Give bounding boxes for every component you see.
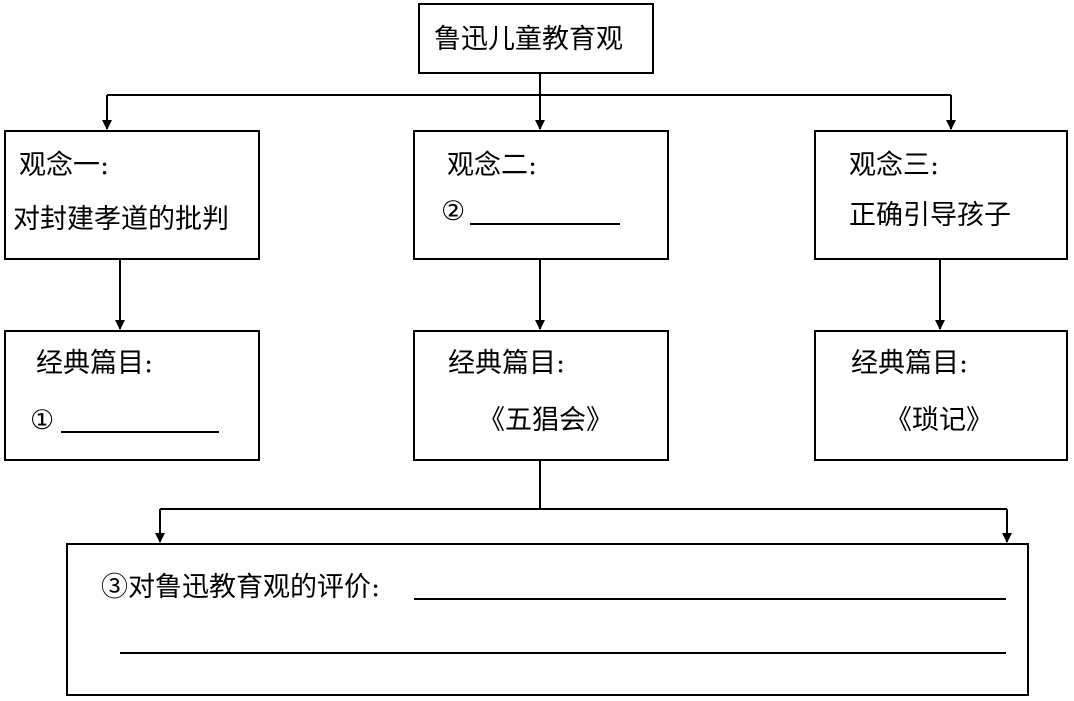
work-box-1: 经典篇目: ① [4,330,260,461]
work-3-heading: 经典篇目: [851,348,969,379]
concept-3-heading: 观念三: [849,150,940,181]
root-label: 鲁迅儿童教育观 [434,24,623,55]
evaluation-answer-blank-1 [414,598,1006,600]
concept-box-3: 观念三: 正确引导孩子 [814,130,1068,260]
evaluation-answer-blank-2 [120,652,1006,654]
work-1-heading: 经典篇目: [36,348,154,379]
concept-1-text: 对封建孝道的批判 [13,204,229,235]
work-box-3: 经典篇目: 《琐记》 [814,330,1068,461]
work-3-title: 《琐记》 [885,405,993,436]
concept-box-2: 观念二: ② [413,130,669,260]
concept-2-answer-blank [470,223,620,225]
concept-2-marker: ② [441,196,466,227]
evaluation-box: ③对鲁迅教育观的评价: [66,543,1029,696]
work-1-marker: ① [30,405,55,436]
concept-1-heading: 观念一: [19,150,110,181]
work-2-title: 《五猖会》 [478,405,613,436]
root-box: 鲁迅儿童教育观 [418,3,654,74]
concept-3-text: 正确引导孩子 [849,200,1011,231]
concept-box-1: 观念一: 对封建孝道的批判 [4,130,260,260]
concept-2-heading: 观念二: [447,150,538,181]
work-2-heading: 经典篇目: [448,348,566,379]
work-box-2: 经典篇目: 《五猖会》 [413,330,669,461]
work-1-answer-blank [61,431,219,433]
evaluation-label: ③对鲁迅教育观的评价: [101,572,381,603]
